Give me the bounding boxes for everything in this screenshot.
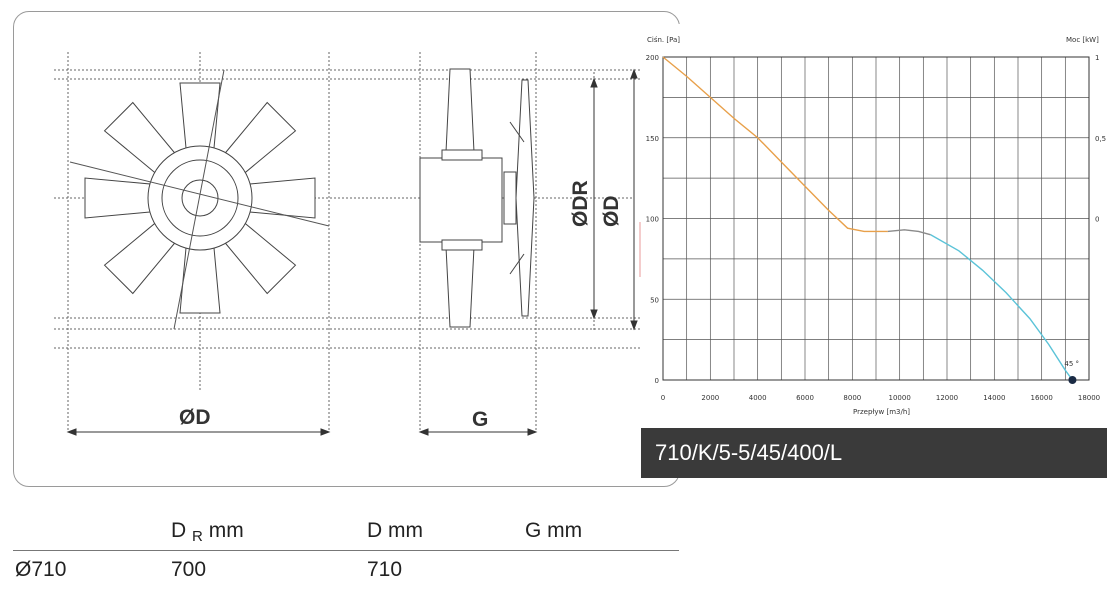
impeller-side-view: [419, 68, 535, 328]
x-tick-label: 6000: [796, 394, 814, 402]
x-tick-label: 2000: [701, 394, 719, 402]
table-row: Ø710 700 710: [13, 551, 679, 589]
header-d: D mm: [367, 519, 423, 542]
front-diameter-label: ØD: [179, 406, 211, 429]
y-tick-label: 100: [646, 216, 659, 224]
x-tick-label: 0: [661, 394, 665, 402]
y-tick-label: 0: [655, 377, 659, 385]
y-axis-label: Ciśn. [Pa]: [647, 36, 680, 44]
x-tick-label: 18000: [1078, 394, 1100, 402]
y2-tick-label: 0,5: [1095, 135, 1106, 143]
outer-diameter-label: ØD: [600, 196, 623, 228]
cell-dr: 700: [171, 558, 207, 581]
x-tick-label: 12000: [936, 394, 958, 402]
cell-d: 710: [367, 558, 403, 581]
header-dr-unit: mm: [208, 519, 244, 542]
y-tick-label: 200: [646, 54, 659, 62]
x-tick-label: 10000: [889, 394, 911, 402]
header-dr: D R mm: [171, 512, 244, 552]
series-line: [930, 234, 1073, 381]
plot-frame: [662, 56, 1090, 381]
header-dr-sub: R: [192, 528, 203, 545]
chart-series: [662, 56, 1077, 384]
x-tick-label: 16000: [1031, 394, 1053, 402]
series-line: [662, 56, 888, 233]
x-tick-label: 14000: [983, 394, 1005, 402]
model-name: 710/K/5-5/45/400/L: [655, 440, 843, 465]
y-tick-label: 150: [646, 135, 659, 143]
cell-size: Ø710: [15, 558, 67, 581]
impeller-front-view: [69, 69, 330, 330]
side-depth-label: G: [472, 408, 488, 431]
y2-tick-label: 0: [1095, 216, 1099, 224]
dimension-lines: [66, 68, 638, 436]
y2-axis-label: Moc [kW]: [1066, 36, 1099, 44]
angle-annotation: 45 °: [1064, 360, 1079, 368]
x-tick-label: 8000: [843, 394, 861, 402]
y2-tick-label: 1: [1095, 54, 1099, 62]
model-name-bar: 710/K/5-5/45/400/L: [641, 428, 1107, 478]
fan-drawing: ØD G ØDR ØD: [54, 52, 644, 436]
inner-diameter-label: ØDR: [569, 180, 592, 227]
table-header-row: D R mm D mm G mm: [13, 512, 679, 551]
x-tick-label: 4000: [749, 394, 767, 402]
series-line: [887, 229, 931, 236]
header-g: G mm: [525, 519, 583, 542]
chart-grid: [662, 56, 1090, 381]
technical-drawing: ØD G ØDR ØD: [13, 11, 680, 487]
y-tick-label: 50: [650, 296, 659, 304]
x-axis-label: Przepływ [m3/h]: [853, 408, 910, 416]
spec-table: D R mm D mm G mm Ø710 700 710: [13, 512, 679, 589]
header-dr-letter: D: [171, 519, 187, 542]
end-point-marker: [1068, 376, 1077, 384]
